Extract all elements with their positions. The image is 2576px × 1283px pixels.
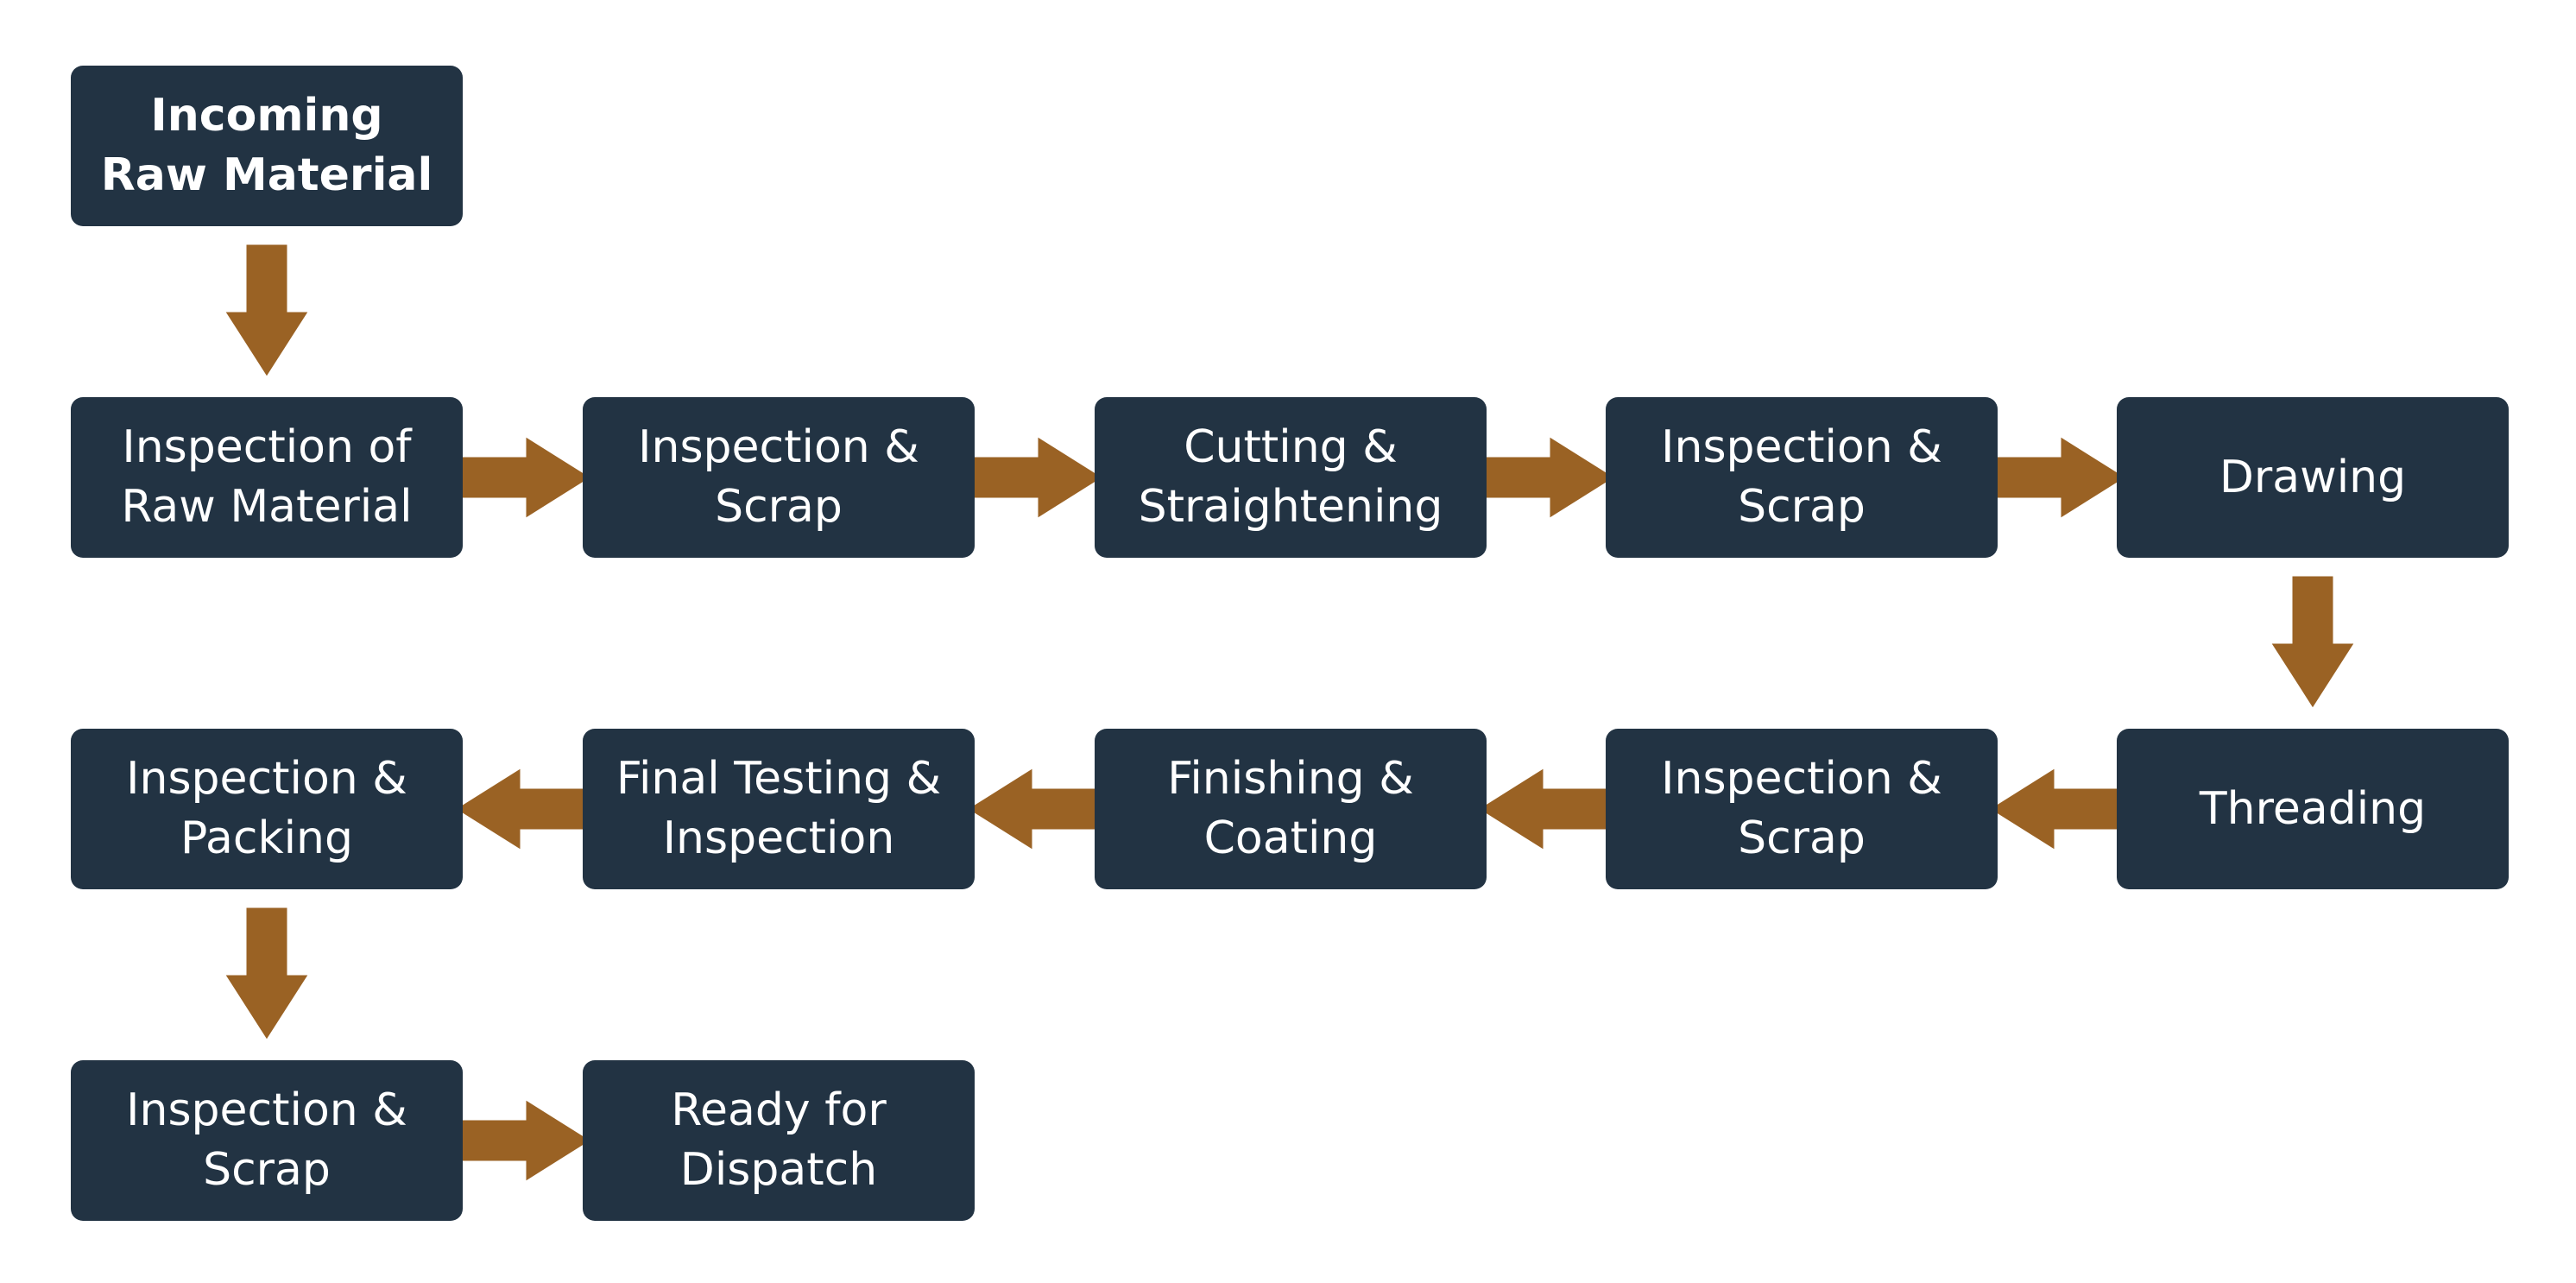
step-label-line: Ready for — [671, 1084, 887, 1136]
step-label-line: Inspection & — [1661, 421, 1942, 473]
step-label-line: Straightening — [1138, 481, 1443, 533]
step-label-line: Final Testing & — [616, 753, 942, 805]
arrow-right-icon — [452, 1096, 595, 1185]
step-label: Finishing & Coating — [1167, 749, 1414, 869]
step-label: Inspection & Scrap — [126, 1081, 407, 1200]
step-label-line: Incoming — [150, 90, 383, 142]
step-inspection-and-scrap-4: Inspection & Scrap — [71, 1060, 463, 1221]
step-label-line: Inspection — [662, 812, 895, 864]
arrow-right-icon — [452, 433, 595, 522]
step-label-line: Scrap — [715, 481, 843, 533]
step-label: Threading — [2200, 780, 2426, 839]
step-label-line: Drawing — [2219, 451, 2407, 503]
step-label: Final Testing & Inspection — [616, 749, 941, 869]
step-label-line: Scrap — [1738, 481, 1866, 533]
step-inspection-and-scrap-1: Inspection & Scrap — [583, 397, 975, 558]
step-label-line: Threading — [2199, 782, 2427, 835]
step-label-line: Packing — [180, 812, 353, 864]
arrow-left-icon — [1474, 764, 1617, 854]
arrow-left-icon — [963, 764, 1106, 854]
step-inspection-of-raw-material: Inspection of Raw Material — [71, 397, 463, 558]
step-label-line: Inspection & — [638, 421, 919, 473]
step-label: Inspection & Scrap — [1661, 418, 1942, 537]
step-label-line: Raw Material — [100, 149, 433, 201]
arrow-left-icon — [1986, 764, 2128, 854]
step-inspection-and-scrap-2: Inspection & Scrap — [1606, 397, 1998, 558]
step-label-line: Raw Material — [121, 481, 413, 533]
step-label: Incoming Raw Material — [101, 86, 433, 205]
step-label: Drawing — [2219, 448, 2406, 508]
step-label: Inspection & Scrap — [638, 418, 919, 537]
step-label-line: Dispatch — [679, 1144, 878, 1196]
step-threading: Threading — [2117, 729, 2509, 889]
step-label-line: Inspection of — [122, 421, 412, 473]
step-label: Inspection & Scrap — [1661, 749, 1942, 869]
arrow-right-icon — [1987, 433, 2130, 522]
arrow-down-icon — [221, 242, 313, 381]
arrow-down-icon — [221, 905, 313, 1044]
step-label-line: Finishing & — [1167, 753, 1414, 805]
step-label: Inspection & Packing — [126, 749, 407, 869]
step-label-line: Inspection & — [126, 1084, 407, 1136]
step-label-line: Inspection & — [1661, 753, 1942, 805]
step-label-line: Scrap — [1738, 812, 1866, 864]
step-label: Cutting & Straightening — [1139, 418, 1443, 537]
arrow-right-icon — [964, 433, 1107, 522]
step-label-line: Scrap — [203, 1144, 331, 1196]
step-drawing: Drawing — [2117, 397, 2509, 558]
step-ready-for-dispatch: Ready for Dispatch — [583, 1060, 975, 1221]
step-inspection-and-packing: Inspection & Packing — [71, 729, 463, 889]
step-label-line: Inspection & — [126, 753, 407, 805]
arrow-left-icon — [451, 764, 594, 854]
step-label: Inspection of Raw Material — [121, 418, 412, 537]
step-finishing-and-coating: Finishing & Coating — [1095, 729, 1487, 889]
arrow-right-icon — [1476, 433, 1619, 522]
step-final-testing-and-inspection: Final Testing & Inspection — [583, 729, 975, 889]
step-incoming-raw-material: Incoming Raw Material — [71, 66, 463, 226]
step-inspection-and-scrap-3: Inspection & Scrap — [1606, 729, 1998, 889]
step-label: Ready for Dispatch — [671, 1081, 886, 1200]
step-label-line: Coating — [1203, 812, 1378, 864]
arrow-down-icon — [2267, 573, 2358, 712]
step-cutting-and-straightening: Cutting & Straightening — [1095, 397, 1487, 558]
step-label-line: Cutting & — [1184, 421, 1398, 473]
